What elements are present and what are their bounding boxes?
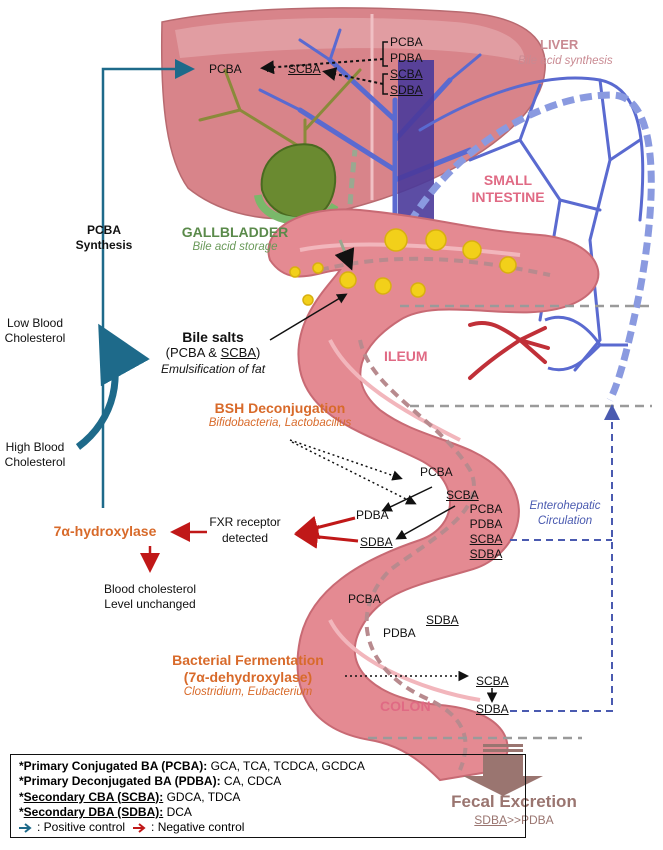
low-cholesterol-line1: Low Blood: [6, 316, 64, 330]
liver-input-scba: SCBA: [390, 67, 423, 81]
legend-negative-label: : Negative control: [151, 820, 245, 835]
fermentation-title2: (7α-dehydroxylase): [183, 669, 313, 685]
bile-droplets: [289, 228, 517, 306]
bsh-dotted-to-scba: [291, 441, 417, 505]
fecal-title: Fecal Excretion: [451, 792, 577, 811]
synthesis-line1: PCBA: [86, 223, 122, 237]
bile-salts-paren-open: (PCBA &: [165, 345, 221, 360]
fecal-sdba: SDBA: [474, 813, 507, 827]
legend-pdba-value: CA, CDCA: [220, 774, 282, 789]
bsh-subtitle: Bifidobacteria, Lactobacillus: [208, 417, 352, 429]
colon-label: COLON: [380, 698, 431, 714]
gallbladder-to-intestine-arrow: [334, 239, 355, 271]
liver-input-sdba: SDBA: [390, 83, 423, 97]
fermentation-scba: SCBA: [476, 674, 509, 688]
legend-scba-value: GDCA, TDCA: [163, 789, 241, 804]
scba-to-sdba-arrow: [395, 505, 456, 540]
enterohepatic-line2: Circulation: [537, 515, 593, 527]
legend-scba-term: Secondary CBA (SCBA):: [23, 789, 164, 804]
fermentation-subtitle: Clostridium, Eubacterium: [183, 686, 313, 698]
cholesterol-unchanged-line1: Blood cholesterol: [103, 582, 197, 596]
liver-plus: +: [264, 62, 272, 76]
legend-row-sdba: *Secondary DBA (SDBA): DCA: [19, 805, 517, 820]
ileum-veins: [544, 315, 628, 372]
ileum-label: ILEUM: [384, 348, 428, 364]
high-cholesterol-line1: High Blood: [5, 440, 65, 454]
liver-input-pcba: PCBA: [390, 35, 423, 49]
positive-control-arrow-icon: [19, 823, 32, 833]
synthesis-line2: Synthesis: [75, 238, 133, 252]
fxr-line1: FXR receptor: [209, 515, 281, 529]
enterohepatic-list-scba: SCBA: [469, 532, 503, 546]
mid-colon-pcba: PCBA: [348, 592, 381, 606]
legend-row-controls: : Positive control : Negative control: [19, 820, 517, 835]
legend-row-scba: *Secondary CBA (SCBA): GDCA, TDCA: [19, 790, 517, 805]
hydroxylase-label: 7α-hydroxylase: [53, 523, 157, 539]
liver-title: LIVER: [540, 37, 579, 52]
pathway-sdba: SDBA: [360, 535, 393, 549]
cholesterol-lowering-arrow: [75, 323, 150, 450]
negative-control-arrow-icon: [133, 823, 146, 833]
fermentation-title1: Bacterial Fermentation: [172, 652, 324, 668]
liver-input-pdba: PDBA: [390, 51, 423, 65]
fecal-rest: >>PDBA: [506, 813, 554, 827]
cholesterol-unchanged-line2: Level unchanged: [104, 597, 196, 611]
fermentation-sdba: SDBA: [476, 702, 509, 716]
legend-box: *Primary Conjugated BA (PCBA): GCA, TCA,…: [10, 754, 526, 838]
mid-colon-sdba: SDBA: [426, 613, 459, 627]
legend-pcba-term: *Primary Conjugated BA (PCBA):: [19, 759, 208, 773]
enterohepatic-list-pcba: PCBA: [469, 502, 503, 516]
small-intestine-line1: SMALL: [483, 172, 533, 188]
liver-input-arrows: [260, 41, 388, 95]
bile-salts-composition: (PCBA & SCBA): [165, 345, 261, 361]
liver-scba: SCBA: [288, 62, 321, 76]
pathway-pdba: PDBA: [356, 508, 389, 522]
pathway-pcba: PCBA: [420, 465, 453, 479]
pathway-scba: SCBA: [446, 488, 479, 502]
enterohepatic-list-pdba: PDBA: [469, 517, 503, 531]
small-intestine-line2: INTESTINE: [471, 189, 545, 205]
legend-pcba-value: GCA, TCA, TCDCA, GCDCA: [207, 759, 365, 773]
legend-sdba-star: *: [19, 804, 24, 819]
bile-salts-title: Bile salts: [182, 329, 244, 345]
liver-subtitle: Bile acid synthesis: [518, 55, 613, 67]
legend-pdba-term: *Primary Deconjugated BA (PDBA):: [19, 774, 221, 789]
gallbladder-subtitle: Bile acid storage: [192, 241, 278, 253]
legend-row-pcba: *Primary Conjugated BA (PCBA): GCA, TCA,…: [19, 759, 517, 774]
pcba-to-pdba-arrow: [381, 486, 433, 512]
bile-salts-paren-close: ): [255, 345, 261, 360]
mid-colon-pdba: PDBA: [383, 626, 416, 640]
legend-row-pdba: *Primary Deconjugated BA (PDBA): CA, CDC…: [19, 774, 517, 789]
portal-dash: [391, 91, 655, 402]
bsh-dotted-to-pcba: [289, 439, 403, 481]
bile-salts-subtitle: Emulsification of fat: [160, 362, 266, 376]
bile-salts-scba: SCBA: [220, 345, 256, 360]
vein-network: [418, 76, 645, 372]
legend-scba-star: *: [19, 789, 24, 804]
ileum-artery: [468, 320, 550, 380]
fecal-subtitle: SDBA>>PDBA: [474, 813, 554, 828]
enterohepatic-path: [510, 404, 620, 712]
intestine-tube: [267, 208, 600, 782]
enterohepatic-line1: Enterohepatic: [529, 500, 601, 512]
fecal-arrow: [463, 744, 543, 796]
liver-pcba: PCBA: [209, 62, 242, 76]
bsh-title: BSH Deconjugation: [214, 400, 346, 416]
legend-sdba-value: DCA: [163, 804, 192, 819]
bile-salts-pointer: [269, 293, 348, 341]
gallbladder-title: GALLBLADDER: [181, 224, 289, 240]
enterohepatic-list-sdba: SDBA: [469, 547, 503, 561]
low-cholesterol-line2: Cholesterol: [4, 331, 66, 345]
pdba-to-fxr-arrow: [294, 515, 356, 540]
sdba-to-fxr-arrow: [294, 524, 359, 549]
legend-sdba-term: Secondary DBA (SDBA):: [23, 804, 164, 819]
liver-highlight: [175, 17, 525, 62]
legend-positive-label: : Positive control: [37, 820, 126, 835]
fxr-line2: detected: [221, 531, 269, 545]
high-cholesterol-line2: Cholesterol: [4, 455, 66, 469]
